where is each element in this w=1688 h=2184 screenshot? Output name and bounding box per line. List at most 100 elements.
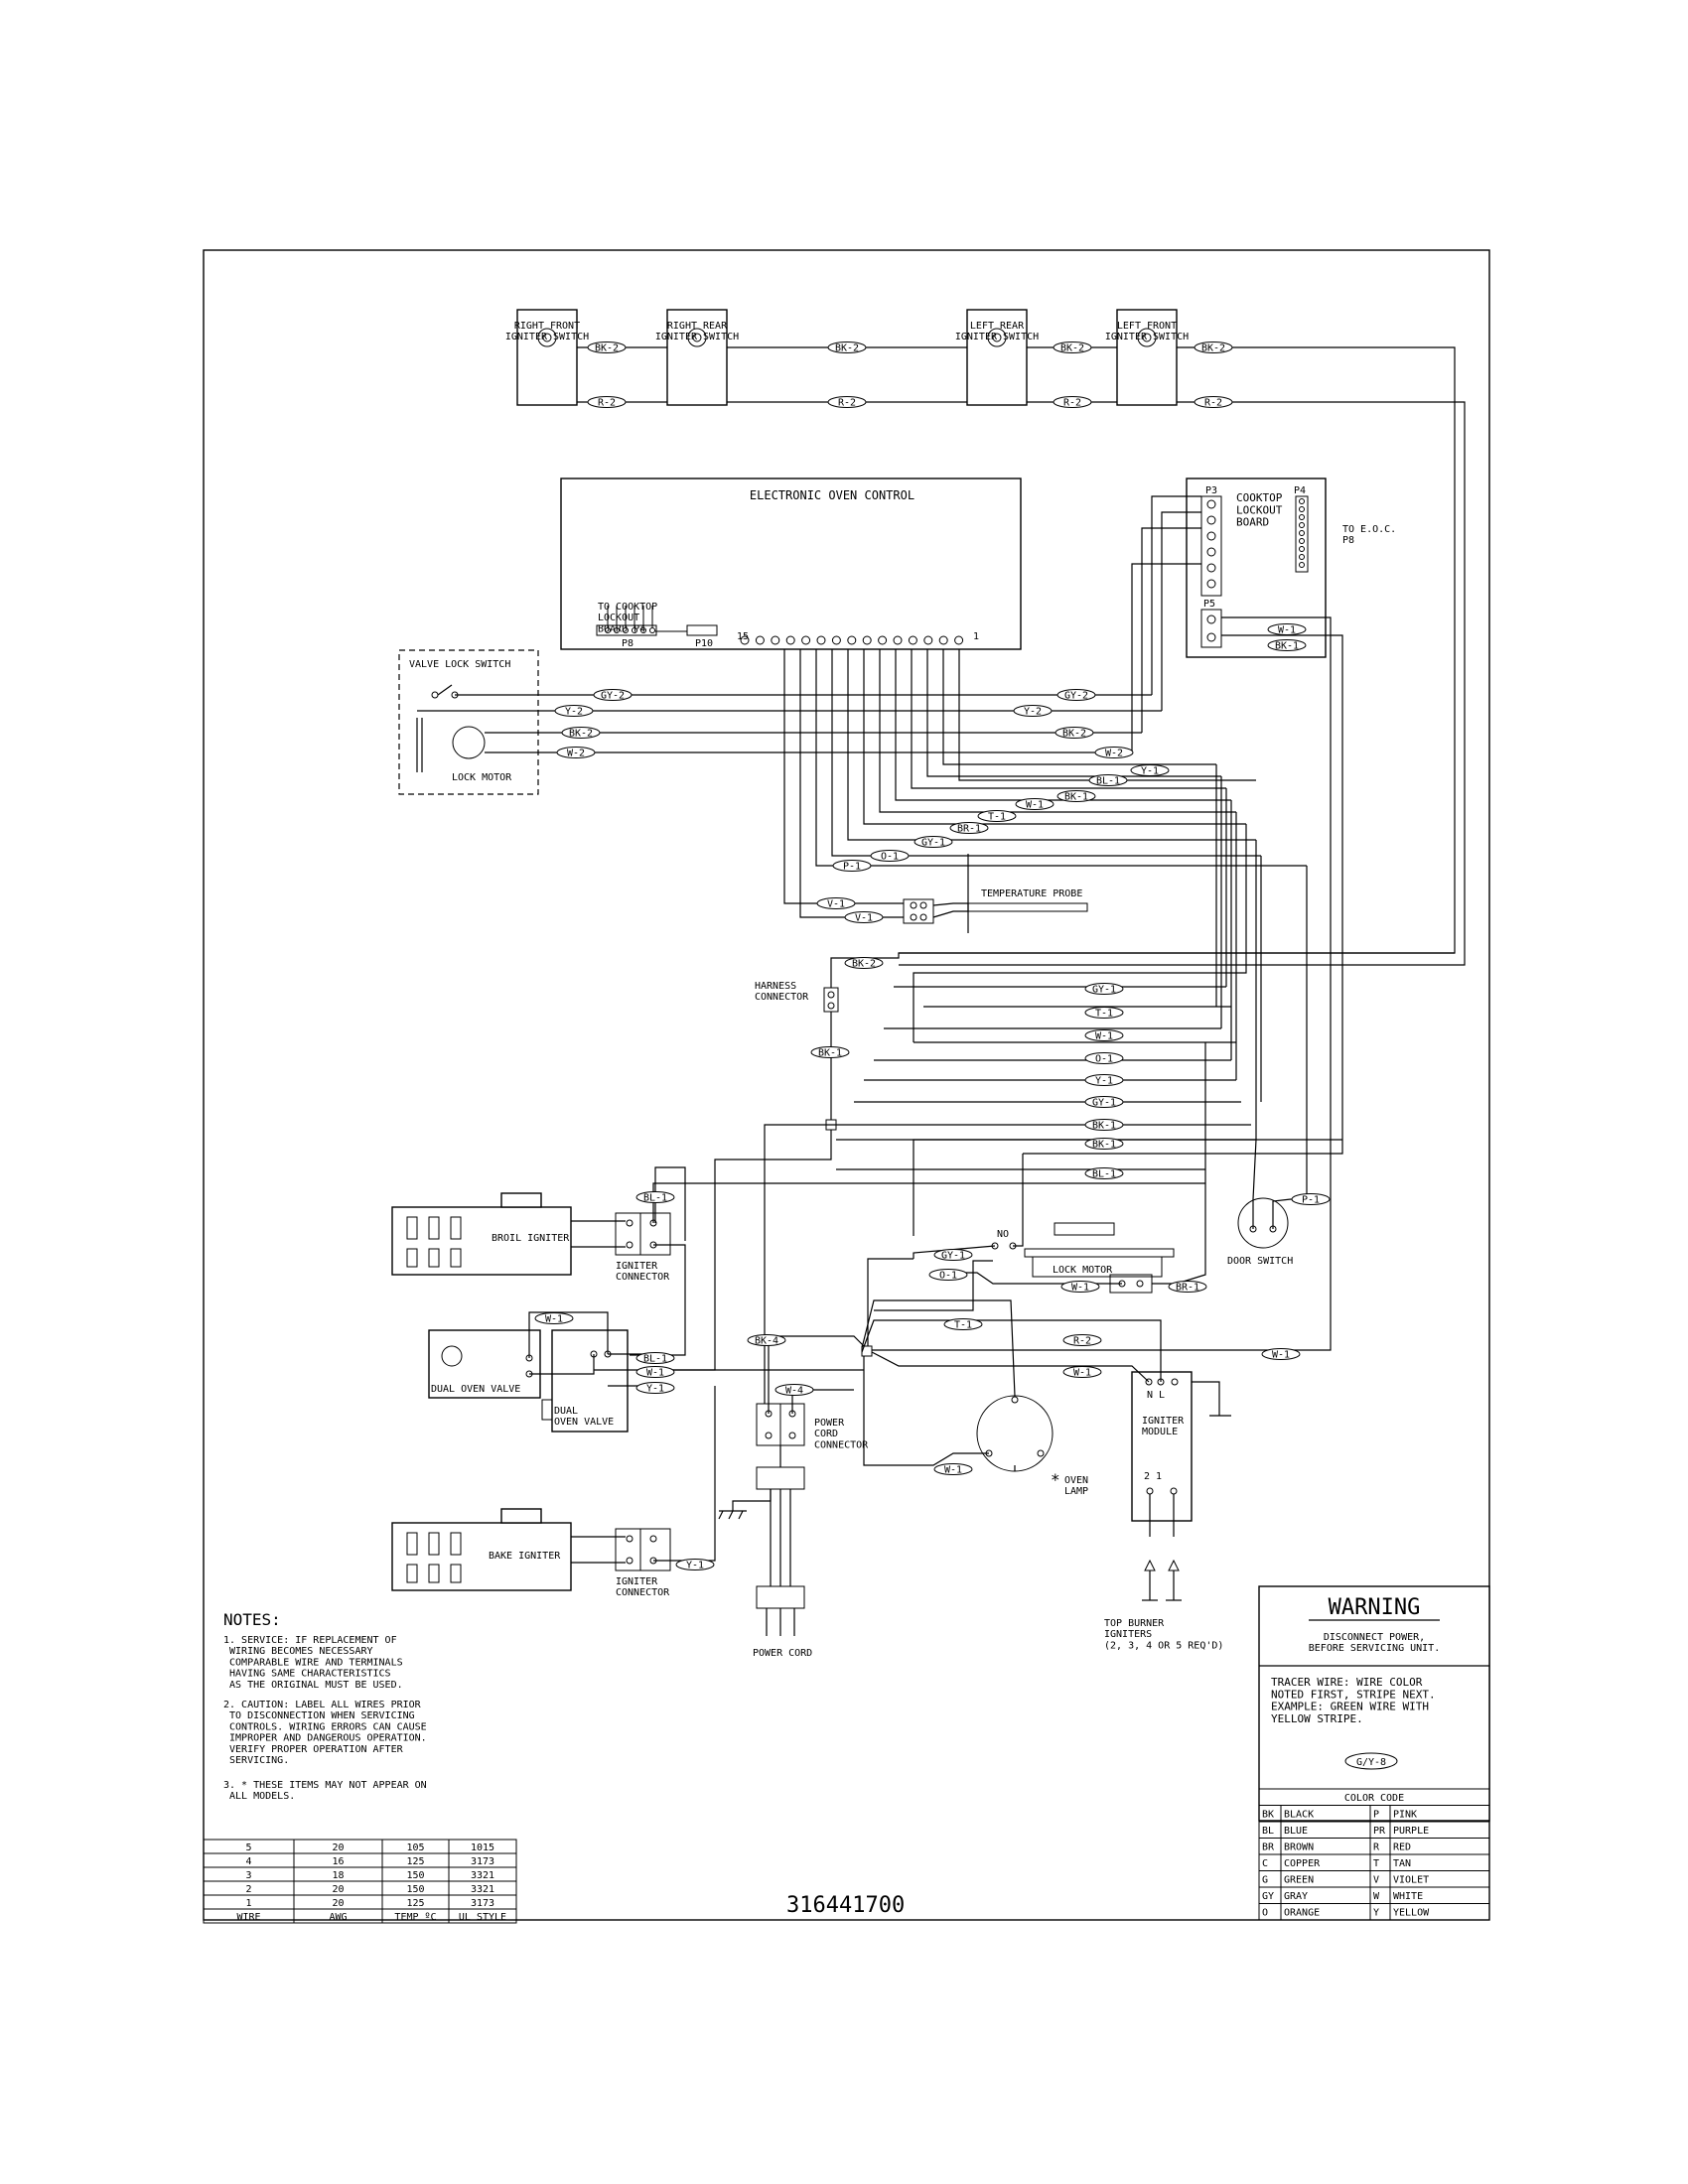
color-code-cell: Y	[1373, 1908, 1379, 1919]
wire-tag: Y-2	[554, 705, 594, 718]
to-eoc-p8: TO E.O.C.P8	[1342, 524, 1396, 546]
wire-tag-label: P-1	[1302, 1195, 1320, 1206]
wire-tag: R-2	[827, 396, 867, 409]
p3-pin	[1206, 515, 1216, 525]
wire-table-cell: 1	[245, 1898, 251, 1909]
door-switch	[1237, 1197, 1289, 1249]
wire-tag: GY-2	[1056, 689, 1096, 702]
eoc-p10-connector	[686, 624, 718, 636]
wire-tag-label: Y-2	[565, 707, 583, 718]
p4-pin	[1299, 514, 1305, 520]
cooktop-p3: P3	[1205, 485, 1217, 496]
wire-tag: GY-1	[933, 1249, 973, 1262]
cooktop-p4-connector	[1295, 495, 1309, 573]
color-code-cell: YELLOW	[1393, 1908, 1430, 1919]
bake-igniter-connector	[615, 1528, 671, 1571]
part-number: 316441700	[786, 1893, 905, 1918]
wire-tag-label: BK-2	[852, 959, 876, 970]
wire-table-header: TEMP ºC	[394, 1912, 436, 1923]
wire-tag-label: BK-2	[835, 343, 859, 354]
wire-tag: BK-4	[747, 1334, 786, 1347]
wire-tag-label: BR-1	[1176, 1283, 1199, 1294]
wire-table-cell: 2	[245, 1884, 251, 1895]
wire-tag: W-4	[774, 1384, 814, 1397]
cooktop-p5-connector	[1200, 609, 1222, 648]
color-code-cell: P	[1373, 1810, 1379, 1821]
wire-tag-label: R-2	[838, 398, 856, 409]
wire-tag: W-1	[1015, 798, 1055, 811]
wire-table-cell: 4	[245, 1856, 251, 1867]
p3-pin	[1206, 531, 1216, 541]
wire-tag: W-2	[556, 747, 596, 759]
wire-tag: BK-2	[827, 341, 867, 354]
wire-table-cell: 150	[406, 1884, 424, 1895]
broil-igniter: BROIL IGNITER	[391, 1192, 626, 1276]
wire-tag-label: W-1	[1272, 1350, 1290, 1361]
wire-tag: BK-2	[1055, 727, 1094, 740]
wire-tag-label: BK-4	[755, 1336, 778, 1347]
p4-pin	[1299, 538, 1305, 544]
color-code-cell: BR	[1262, 1843, 1275, 1853]
wire-table-cell: 3173	[471, 1898, 494, 1909]
wire-tag: P-1	[832, 860, 872, 873]
wire-tag-label: V-1	[855, 913, 873, 924]
wire-tag-label: W-4	[785, 1386, 803, 1397]
temperature-probe-label: TEMPERATURE PROBE	[981, 888, 1082, 899]
wire-tag-label: W-1	[1095, 1031, 1113, 1042]
wire-tag-label: BK-2	[569, 729, 593, 740]
wire-tag-label: T-1	[988, 812, 1006, 823]
wire-table-cell: 18	[332, 1870, 344, 1881]
note-2: 2. CAUTION: LABEL ALL WIRES PRIOR TO DIS…	[223, 1700, 427, 1766]
wire-table-cell: 3321	[471, 1884, 494, 1895]
dual-oven-valve	[428, 1329, 541, 1399]
wire-tag: W-1	[1267, 623, 1307, 636]
wire-tag-label: R-2	[1063, 398, 1081, 409]
wire-tag-label: Y-1	[686, 1561, 704, 1571]
wire-tag: BK-1	[1084, 1138, 1124, 1151]
wire-tag-label: R-2	[1073, 1336, 1091, 1347]
wire-tag-label: BK-2	[595, 343, 619, 354]
eoc-pin	[893, 635, 903, 645]
cooktop-p3-connector	[1200, 495, 1222, 597]
broil-igniter-connector	[615, 1212, 671, 1256]
wire-tag-label: Y-1	[1141, 766, 1159, 777]
note-1: 1. SERVICE: IF REPLACEMENT OF WIRING BEC…	[223, 1635, 403, 1691]
color-code-cell: O	[1262, 1908, 1268, 1919]
color-code-cell: COPPER	[1284, 1858, 1321, 1869]
wire-tag: GY-2	[593, 689, 633, 702]
electronic-oven-control	[560, 478, 1022, 650]
wire-tag-label: W-1	[944, 1465, 962, 1476]
wire-tag: BK-1	[1084, 1119, 1124, 1132]
eoc-pin	[938, 635, 948, 645]
wire-tag-label: BK-1	[1092, 1121, 1116, 1132]
wire-table-cell: 105	[406, 1843, 424, 1853]
wire-tag: R-2	[587, 396, 627, 409]
eoc-pin-1: 1	[973, 631, 979, 642]
wire-tag-label: W-1	[1071, 1283, 1089, 1294]
wire-tag: W-1	[635, 1366, 675, 1379]
p8-pin	[623, 627, 629, 633]
wire-tag: T-1	[1084, 1007, 1124, 1020]
eoc-pin	[755, 635, 765, 645]
color-code-cell: BROWN	[1284, 1843, 1314, 1853]
wire-tag: BK-2	[844, 957, 884, 970]
wire-tag-label: T-1	[954, 1320, 972, 1331]
wire-tag: BR-1	[949, 822, 989, 835]
wire-tag-label: BK-2	[1201, 343, 1225, 354]
color-code-cell: ORANGE	[1284, 1908, 1320, 1919]
p3-pin	[1206, 579, 1216, 589]
wire-tag-label: GY-2	[601, 691, 625, 702]
eoc-p10-label: P10	[695, 638, 713, 649]
wire-tag: O-1	[928, 1269, 968, 1282]
eoc-pin	[771, 635, 780, 645]
valve-lock-switch-label: VALVE LOCK SWITCH	[409, 659, 510, 670]
